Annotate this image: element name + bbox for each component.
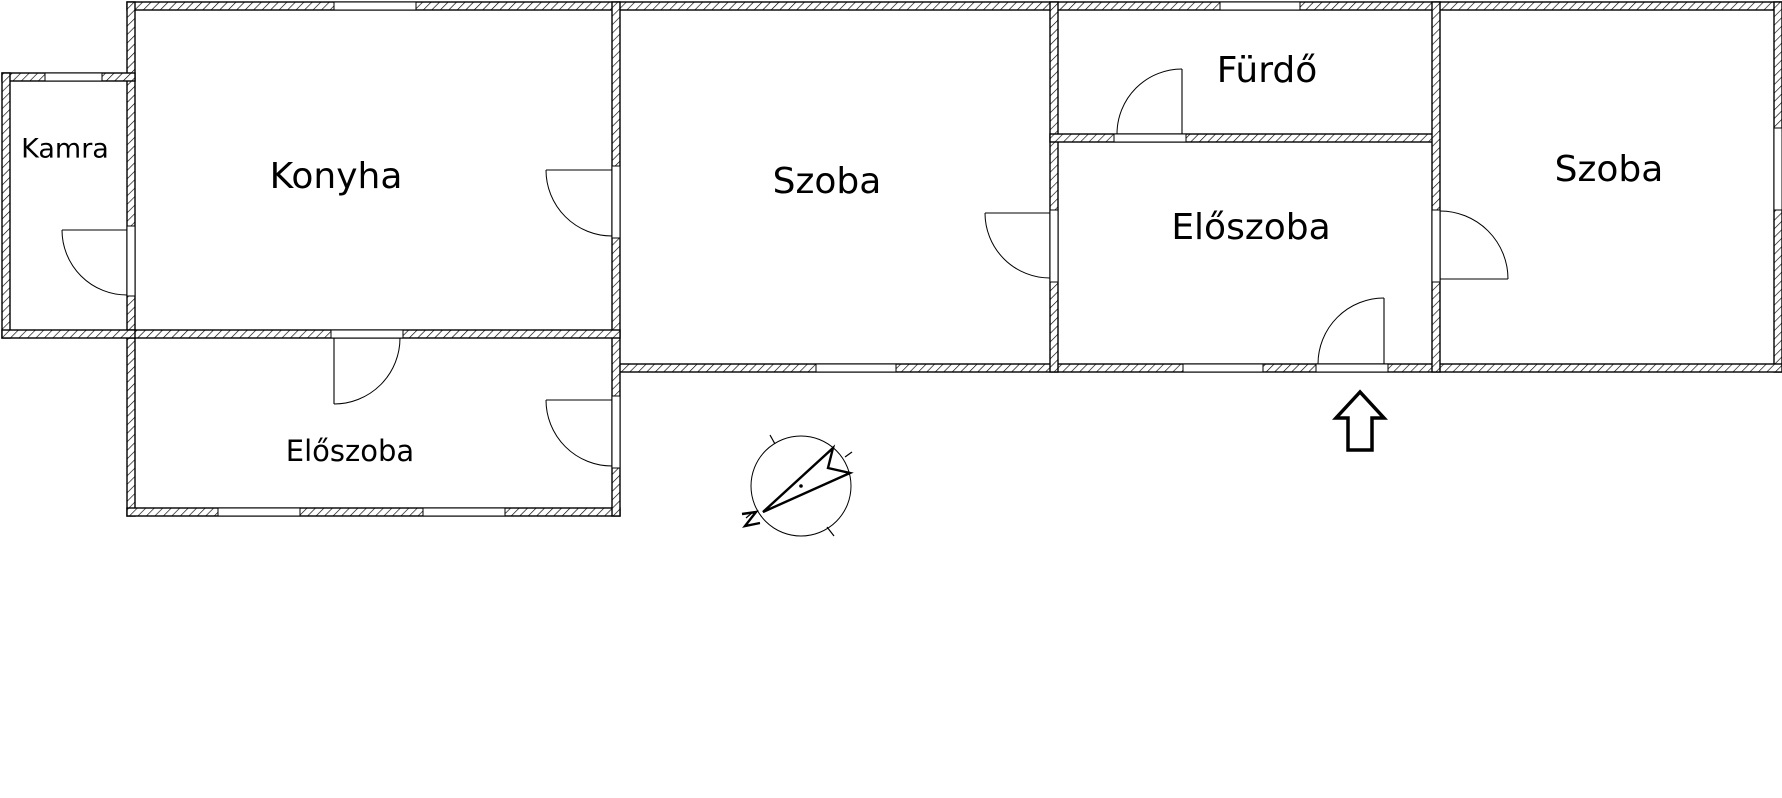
- door-konyha-szoba: [545, 165, 621, 239]
- wall-kamra-left: [1, 72, 11, 339]
- entrance-arrow-icon: [1332, 389, 1388, 452]
- door-szoba-eloszoba: [984, 209, 1059, 283]
- wall-bottom-left: [126, 507, 621, 517]
- room-labels: Kamra Konyha Szoba Fürdő Előszoba Szoba …: [21, 50, 1663, 468]
- wall-kamra-bottom: [1, 329, 136, 339]
- window: [815, 363, 897, 373]
- window: [422, 507, 506, 517]
- windows: [44, 1, 1782, 517]
- wall-eloszoba-szoba: [1431, 1, 1441, 373]
- room-label-furdo: Fürdő: [1217, 50, 1318, 91]
- door-furdo: [1113, 68, 1187, 143]
- door-eloszoba-left-szoba: [545, 395, 621, 469]
- window: [333, 1, 417, 11]
- walls: [1, 1, 1782, 517]
- door-kamra: [61, 225, 136, 297]
- doors: [61, 68, 1509, 469]
- room-label-szoba-middle: Szoba: [773, 161, 882, 202]
- wall-konyha-szoba: [611, 1, 621, 517]
- room-label-szoba-right: Szoba: [1555, 149, 1664, 190]
- room-label-konyha: Konyha: [270, 156, 403, 197]
- window: [1182, 363, 1264, 373]
- window: [1219, 1, 1301, 11]
- door-entrance: [1315, 297, 1389, 373]
- door-eloszoba-szoba-right: [1431, 209, 1509, 283]
- compass-icon: [741, 434, 854, 537]
- room-label-eloszoba-right: Előszoba: [1171, 207, 1330, 248]
- window: [1773, 127, 1782, 211]
- wall-furdo-eloszoba: [1049, 133, 1436, 143]
- room-label-kamra: Kamra: [21, 134, 109, 165]
- window: [217, 507, 301, 517]
- window: [44, 72, 103, 82]
- wall-szoba-eloszoba: [1049, 1, 1059, 373]
- door-konyha-eloszoba: [330, 329, 404, 405]
- room-label-eloszoba-left: Előszoba: [286, 434, 414, 468]
